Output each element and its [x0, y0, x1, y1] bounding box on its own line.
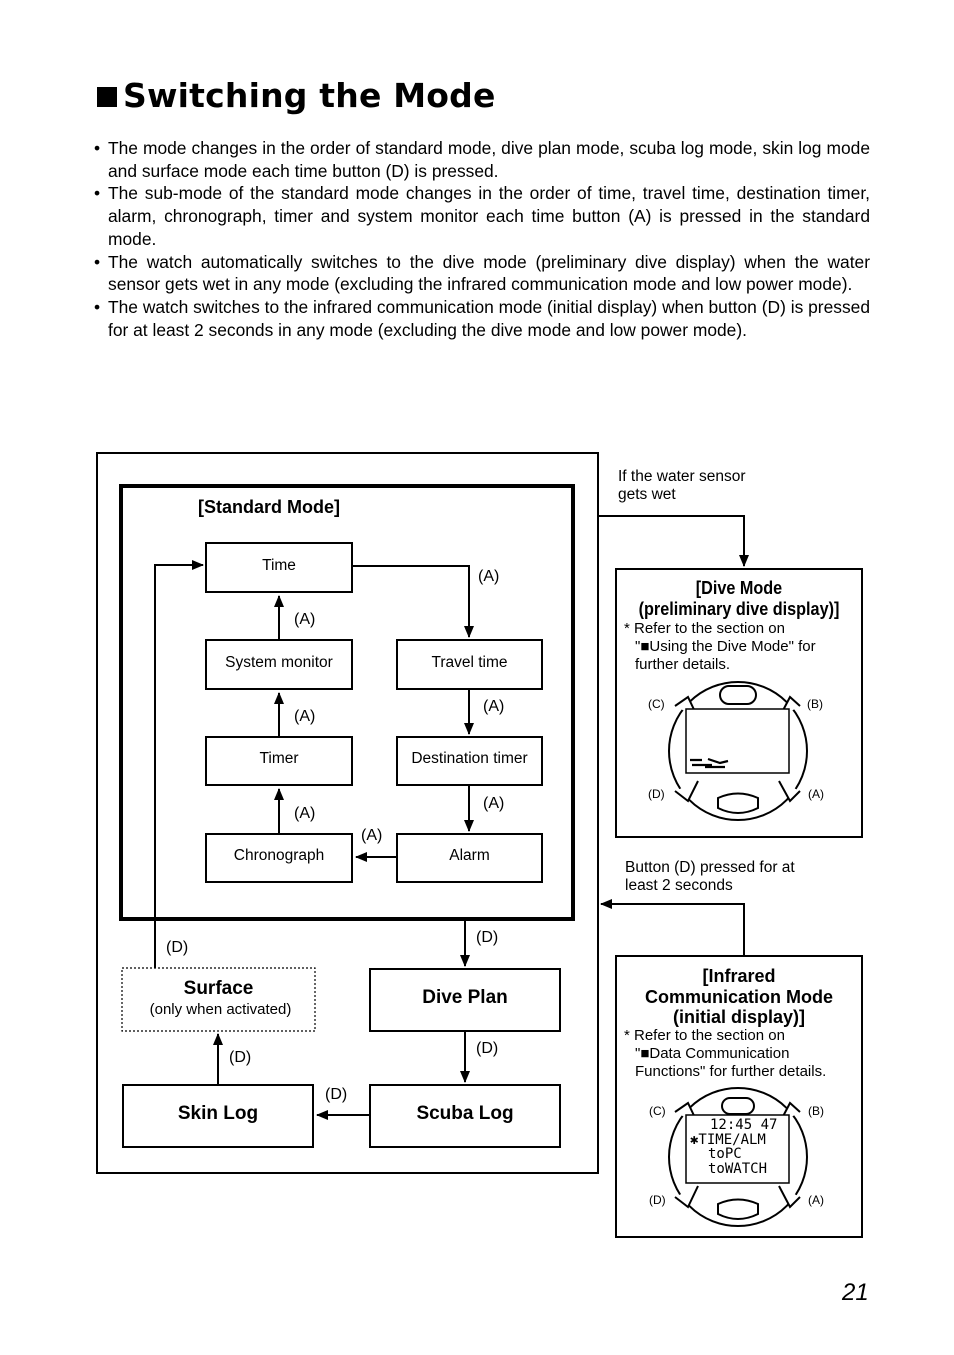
surface-note: (only when activated) [149, 1001, 292, 1018]
watch-button-b-label: (B) [808, 1104, 824, 1118]
button-d-hold-note: Button (D) pressed for at least 2 second… [625, 859, 795, 894]
timer-label: Timer [259, 750, 299, 767]
button-d-label: (D) [325, 1086, 348, 1103]
page-title: Switching the Mode [97, 76, 496, 115]
button-a-label: (A) [483, 795, 505, 812]
button-a-label: (A) [478, 568, 500, 585]
watch-button-d-label: (D) [649, 1193, 666, 1207]
infrared-watch-illustration [668, 1087, 808, 1227]
button-a-label: (A) [294, 805, 316, 822]
bullet-item: The watch switches to the infrared commu… [94, 296, 870, 341]
time-box [205, 542, 353, 593]
watch-button-c-label: (C) [648, 697, 665, 711]
button-a-label: (A) [294, 708, 316, 725]
time-label: Time [262, 557, 296, 574]
page-number: 21 [842, 1279, 869, 1306]
bullet-list: The mode changes in the order of standar… [94, 137, 870, 341]
water-sensor-note: If the water sensor gets wet [618, 468, 746, 503]
bullet-item: The sub-mode of the standard mode change… [94, 182, 870, 250]
button-a-label: (A) [294, 611, 316, 628]
button-a-label: (A) [361, 827, 383, 844]
travel-time-label: Travel time [431, 654, 508, 671]
watch-button-a-label: (A) [808, 1193, 824, 1207]
arrow-surface-to-time [154, 560, 204, 968]
standard-mode-frame [119, 484, 575, 921]
infrared-mode-note: * Refer to the section on "■Data Communi… [624, 1027, 827, 1080]
button-d-label: (D) [476, 929, 499, 946]
destination-timer-label: Destination timer [411, 750, 528, 767]
dive-mode-note: * Refer to the section on "■Using the Di… [624, 620, 816, 673]
chronograph-label: Chronograph [233, 847, 325, 864]
button-a-label: (A) [483, 698, 505, 715]
watch-button-a-label: (A) [808, 787, 824, 801]
skin-log-label: Skin Log [177, 1103, 259, 1124]
watch-button-c-label: (C) [649, 1104, 666, 1118]
watch-screen-text: 12:45 47 ✱TIME/ALM toPC toWATCH [690, 1117, 778, 1177]
surface-label: Surface [183, 978, 254, 999]
watch-button-b-label: (B) [807, 697, 823, 711]
dive-mode-title: [Dive Mode (preliminary dive display)] [638, 578, 840, 619]
infrared-mode-panel [615, 955, 863, 1238]
system-monitor-label: System monitor [225, 654, 333, 671]
standard-mode-label: [Standard Mode] [198, 497, 340, 517]
square-bullet-icon [97, 87, 117, 107]
alarm-label: Alarm [449, 847, 490, 864]
dive-mode-watch-illustration [668, 681, 808, 821]
bullet-item: The watch automatically switches to the … [94, 251, 870, 296]
outer-frame [96, 452, 599, 1174]
watch-button-d-label: (D) [648, 787, 665, 801]
dive-plan-label: Dive Plan [422, 987, 508, 1008]
infrared-mode-title: [Infrared Communication Mode (initial di… [645, 966, 833, 1027]
bullet-item: The mode changes in the order of standar… [94, 137, 870, 182]
button-d-label: (D) [229, 1049, 252, 1066]
arrow-water-sensor [598, 515, 749, 567]
button-d-label: (D) [476, 1040, 499, 1057]
scuba-log-label: Scuba Log [416, 1103, 514, 1124]
surface-box [121, 967, 316, 1032]
dive-mode-panel [615, 568, 863, 838]
button-d-label: (D) [166, 939, 189, 956]
arrow-infrared-return [600, 899, 745, 955]
arrow-time-to-travel [352, 565, 474, 638]
